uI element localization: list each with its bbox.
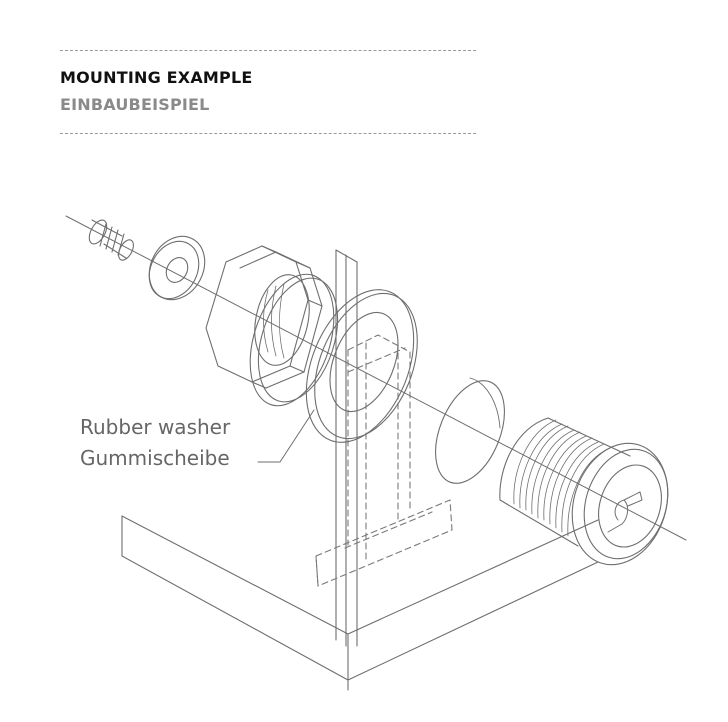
set-screw: [88, 219, 134, 261]
assembly-axis: [65, 215, 687, 541]
callout-label-english: Rubber washer: [80, 415, 231, 439]
title-english: MOUNTING EXAMPLE: [60, 68, 253, 87]
hidden-cam: [315, 499, 453, 587]
cabinet-base: [121, 515, 599, 691]
cam-lock-cylinder: [499, 417, 669, 566]
header-rule-top: [60, 50, 476, 51]
rubber-washer: [305, 289, 418, 443]
dust-cap: [435, 377, 505, 484]
header-rule-bottom: [60, 133, 476, 134]
spacer-ring: [249, 273, 339, 407]
flat-washer: [148, 235, 206, 301]
title-german: EINBAUBEISPIEL: [60, 95, 210, 114]
hex-nut: [205, 245, 323, 389]
callout-label-german: Gummischeibe: [80, 446, 230, 470]
callout-leader: [257, 409, 315, 463]
panel: [335, 249, 358, 647]
